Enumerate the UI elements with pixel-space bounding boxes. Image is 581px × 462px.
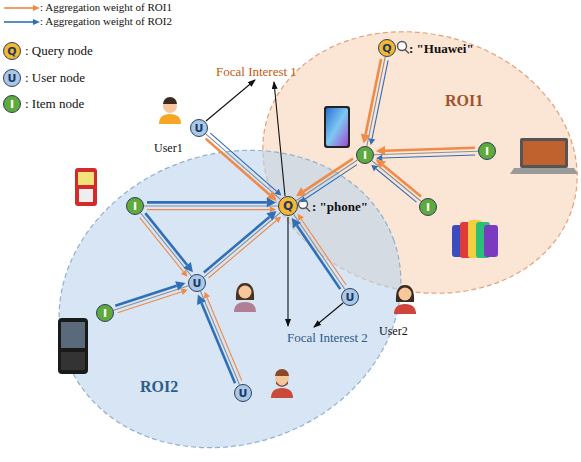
laptop-image	[510, 138, 578, 174]
node-letter: U	[193, 278, 202, 289]
graph-node: U	[234, 384, 252, 402]
graph-node: Q: "Huawei"	[378, 39, 396, 57]
node-letter: U	[346, 292, 355, 303]
legend-line	[4, 7, 34, 9]
arrow-head	[267, 198, 276, 208]
node-letter: U	[8, 73, 17, 84]
legend-node: Q	[3, 42, 21, 60]
node-letter: U	[195, 123, 204, 134]
legend-arrow	[2, 3, 42, 13]
node-letter: I	[363, 150, 367, 161]
graph-node: UUser1	[190, 119, 208, 137]
phone-image	[324, 106, 350, 148]
graph-node: I	[126, 197, 144, 215]
node-letter: I	[10, 99, 14, 110]
focal-interest-label: Focal Interest 2	[287, 330, 368, 346]
node-letter: Q	[382, 43, 391, 54]
weight-arrow	[147, 201, 267, 204]
graph-node: U	[188, 274, 206, 292]
user-name: User1	[154, 141, 183, 155]
legend-head	[33, 5, 40, 11]
legend-text: : Query node	[25, 43, 93, 59]
node-letter: I	[133, 201, 137, 212]
graph-node: I	[419, 198, 437, 216]
legend-line	[4, 21, 34, 23]
legend-text: : Aggregation weight of ROI1	[40, 1, 172, 13]
node-letter: I	[103, 308, 107, 319]
node-letter: I	[485, 146, 489, 157]
legend-head	[33, 19, 40, 25]
region-ellipse: ROI2IUUUser2IU	[50, 140, 410, 458]
legend-node: U	[3, 69, 21, 87]
user-icon	[159, 97, 181, 124]
legend-arrow	[2, 17, 42, 27]
query-text: : "Huawei"	[409, 41, 474, 57]
node-letter: Q	[283, 200, 293, 212]
user-name: User2	[379, 324, 408, 338]
node-letter: U	[239, 388, 248, 399]
graph-node: Q: "phone"	[278, 196, 298, 216]
query-text: : "phone"	[312, 199, 368, 215]
region-title: ROI1	[445, 92, 483, 110]
legend-text: : Aggregation weight of ROI2	[40, 15, 172, 27]
region-title: ROI2	[140, 378, 178, 396]
focal-interest-label: Focal Interest 1	[216, 64, 297, 80]
graph-node: UUser2	[341, 288, 359, 306]
node-letter: I	[426, 202, 430, 213]
legend-text: : Item node	[25, 96, 84, 112]
phone-image	[75, 168, 97, 206]
graph-link	[144, 205, 278, 206]
legend-text: : User node	[25, 70, 85, 86]
graph-node: I	[356, 146, 374, 164]
graph-node: I	[478, 142, 496, 160]
legend-node: I	[3, 95, 21, 113]
node-letter: Q	[7, 46, 16, 57]
weight-arrow	[147, 209, 270, 210]
phone-image	[452, 220, 498, 258]
region-shape	[17, 103, 443, 462]
graph-node: I	[96, 304, 114, 322]
phone-image	[58, 318, 88, 374]
